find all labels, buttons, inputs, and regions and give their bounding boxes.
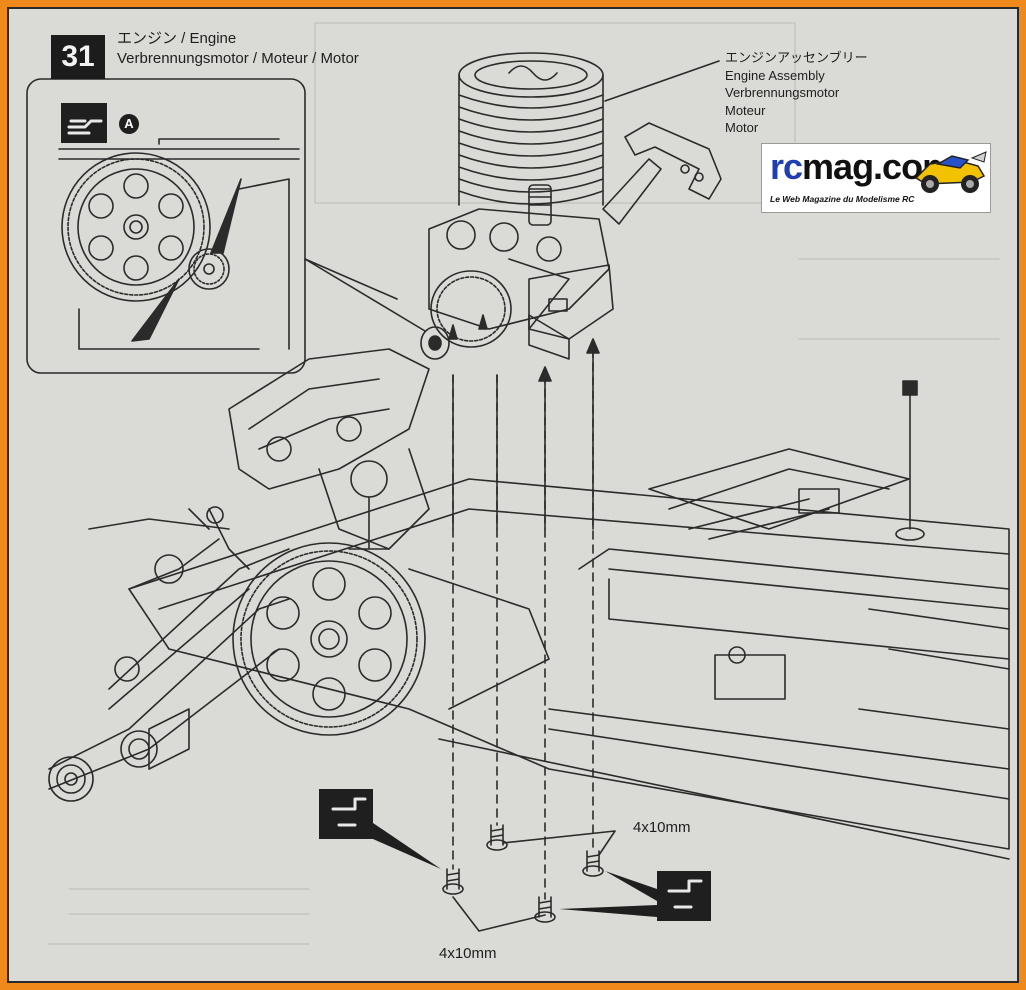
screwdriver-icon (319, 789, 441, 869)
engine-assembly (420, 52, 722, 360)
detail-inset-box (26, 78, 306, 374)
screw (486, 824, 508, 851)
callout-line-fr: Moteur (725, 102, 766, 118)
spur-gear (232, 542, 550, 736)
inset-leader-line (304, 258, 426, 332)
manual-page: 31 エンジン / Engine Verbrennungsmotor / Mot… (7, 7, 1019, 983)
screw-alignment-lines (452, 338, 600, 900)
rcmag-logo: rcmag.com Le Web Magazine du Modelisme R… (761, 143, 991, 213)
detail-badge: A (119, 114, 139, 134)
screw (582, 850, 604, 877)
hand-icon (61, 103, 107, 143)
callout-line-es: Motor (725, 120, 759, 135)
step-title-en: / Engine (177, 30, 237, 47)
screw-size-label-bottom: 4x10mm (439, 945, 497, 962)
logo-tagline: Le Web Magazine du Modelisme RC (770, 194, 915, 204)
screw (442, 868, 464, 895)
screws (442, 824, 616, 932)
engine-assembly-callout: エンジンアッセンブリー Engine Assembly Verbrennungs… (725, 49, 868, 137)
inset-spur-gear (58, 138, 300, 350)
callout-line-en: Engine Assembly (725, 67, 825, 83)
callout-line-ja: エンジンアッセンブリー (725, 50, 868, 65)
callout-leader (604, 60, 720, 102)
chassis (128, 380, 1010, 860)
rc-car-icon (914, 151, 987, 193)
screw-size-label-top: 4x10mm (633, 819, 691, 836)
step-title-ja: エンジン (117, 30, 178, 47)
step-number: 31 (51, 35, 105, 79)
step-title: エンジン / Engine Verbrennungsmotor / Moteur… (117, 29, 359, 69)
assembly-drawing (26, 22, 1010, 945)
step-title-multi: Verbrennungsmotor / Moteur / Motor (117, 50, 359, 67)
callout-line-de: Verbrennungsmotor (725, 85, 840, 100)
front-suspension (48, 348, 430, 802)
screw (534, 896, 556, 923)
screwdriver-icon (559, 871, 711, 921)
